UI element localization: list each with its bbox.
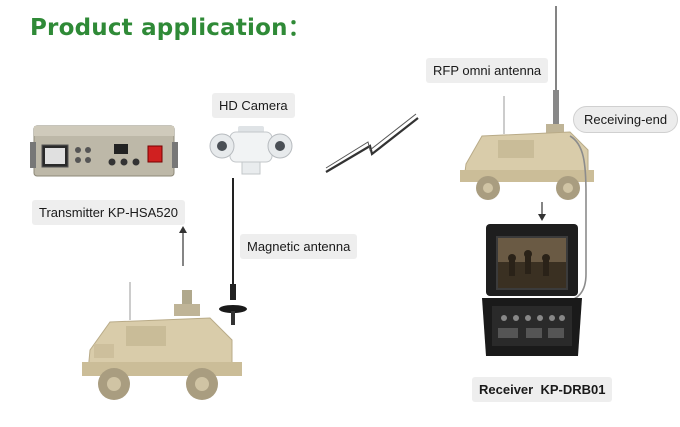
arrow-down-icon bbox=[538, 202, 546, 221]
page-title: Product application： bbox=[30, 15, 311, 41]
receiver-cable bbox=[563, 135, 587, 303]
hd-camera-device bbox=[209, 126, 293, 175]
receiving-end-label: Receiving-end bbox=[573, 106, 679, 133]
receiver-label: Receiver KP-DRB01 bbox=[472, 377, 613, 402]
magnetic-antenna-label: Magnetic antenna bbox=[240, 234, 358, 259]
arrow-up-icon bbox=[179, 226, 187, 266]
transmitter-label: Transmitter KP-HSA520 bbox=[32, 200, 185, 225]
hd-camera-label: HD Camera bbox=[212, 93, 295, 118]
receiver-prefix: Receiver bbox=[479, 382, 534, 397]
magnetic-antenna bbox=[219, 178, 247, 325]
transmitter-unit bbox=[30, 125, 178, 177]
wireless-link-icon bbox=[325, 113, 419, 173]
transmitter-vehicle bbox=[82, 282, 242, 400]
receiver-model: KP-DRB01 bbox=[540, 382, 606, 397]
receiver-vehicle bbox=[460, 6, 594, 200]
rfp-antenna-label: RFP omni antenna bbox=[426, 58, 549, 83]
receiver-case bbox=[482, 224, 582, 356]
